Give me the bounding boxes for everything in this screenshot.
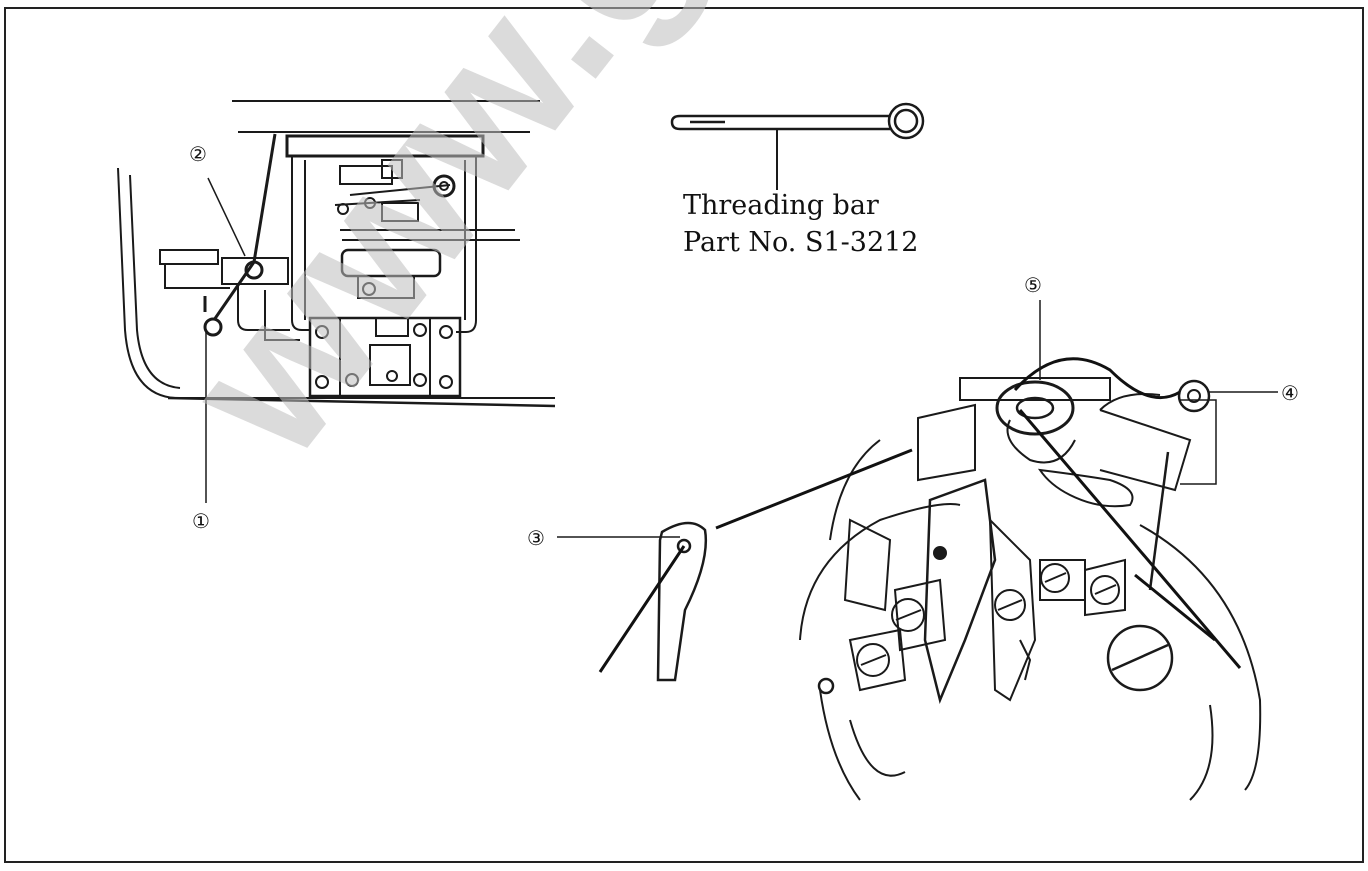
callout-5: ⑤ [1024,273,1042,297]
diagram-frame [4,7,1364,863]
threading-bar-caption: Threading bar [683,190,879,221]
callout-1: ① [192,509,210,533]
threading-bar-illustration [670,102,925,190]
callout-4: ④ [1281,381,1299,405]
callout-2: ② [189,142,207,166]
callout-leaders [205,177,1278,538]
thread-path [598,357,1242,673]
right-mechanism-illustration [656,377,1262,801]
callout-3: ③ [527,526,545,550]
threading-bar-part-number: Part No. S1-3212 [683,227,918,258]
left-mechanism-illustration [117,100,556,408]
